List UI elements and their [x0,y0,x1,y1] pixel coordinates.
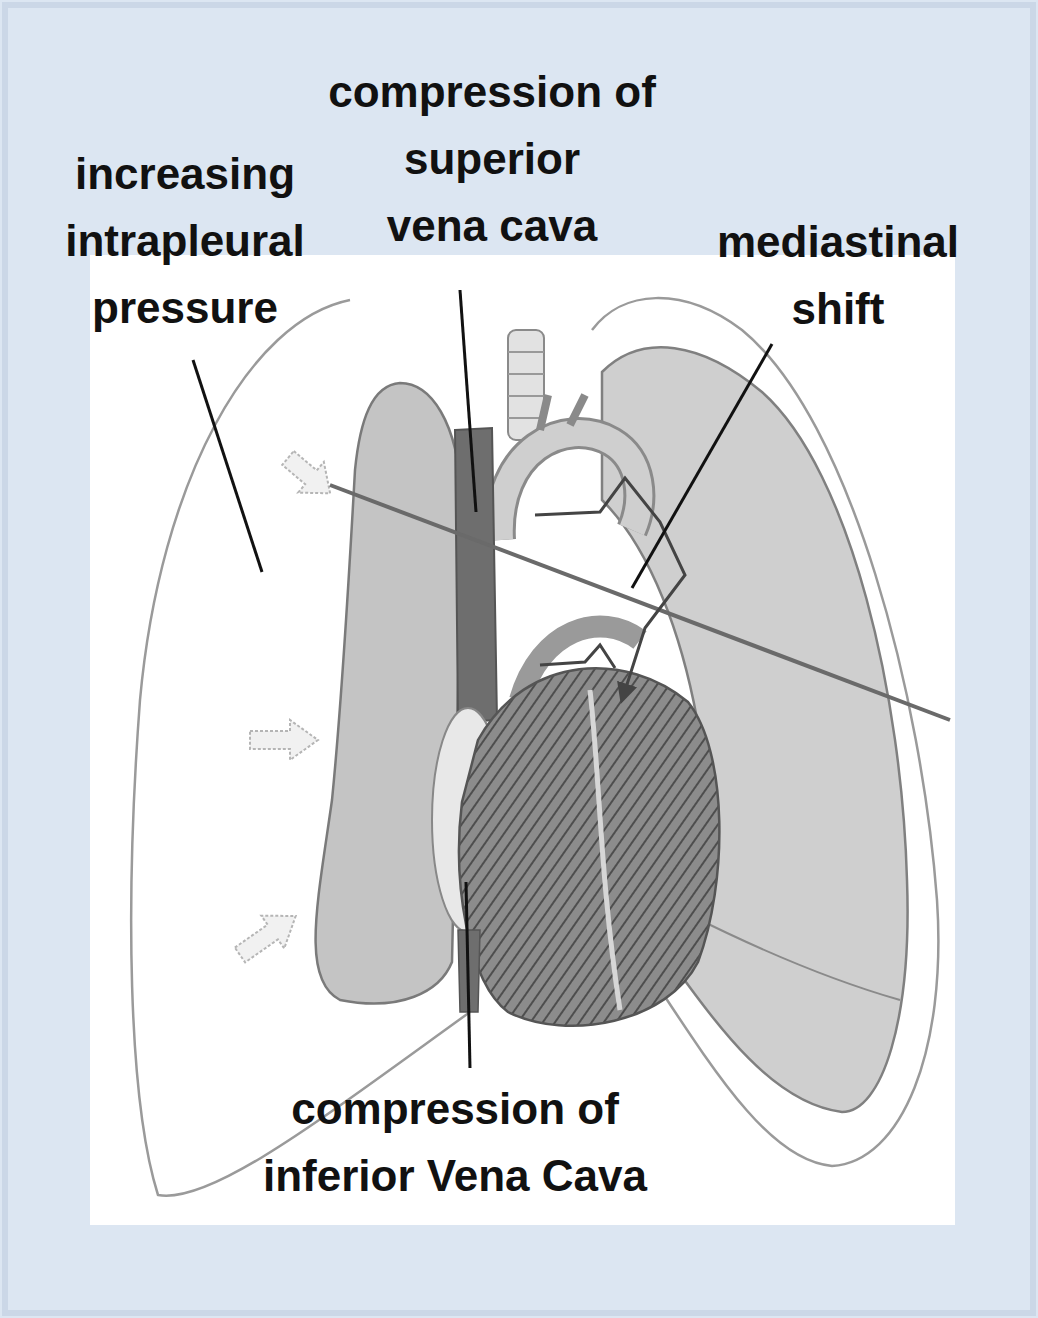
reference-line [330,485,950,720]
vessel [540,395,585,430]
callout-label-box: increasing intrapleural pressure [35,140,335,341]
leader-line [460,290,476,512]
coronary-vessel [590,690,620,1010]
pressure-arrow [275,443,343,509]
leader-line [632,344,772,588]
callout-label: compression of superior vena cava [292,58,692,259]
trachea-ring [508,395,544,397]
frame [5,5,1033,1313]
leader-line [466,882,470,1068]
pressure-arrow [229,900,308,972]
collapsed-lung [316,383,462,1004]
trachea-ring [508,351,544,353]
callout-label: compression of inferior Vena Cava [235,1075,675,1209]
callout-label-box: compression of inferior Vena Cava [235,1075,675,1209]
superior-vena-cava [455,428,497,722]
pleura-outline [131,300,470,1196]
callout-label: mediastinal shift [688,208,988,342]
callout-label-box: mediastinal shift [688,208,988,342]
leader-line [193,360,262,572]
callout-label: increasing intrapleural pressure [35,140,335,341]
picture-panel [90,255,955,1225]
trachea-ring [508,373,544,375]
pressure-arrow [250,720,318,760]
shift-arrow [535,478,685,700]
shift-arrow [540,645,615,668]
heart [459,668,719,1026]
lobe-fissure [690,915,900,1000]
callout-label-box: compression of superior vena cava [292,58,692,259]
